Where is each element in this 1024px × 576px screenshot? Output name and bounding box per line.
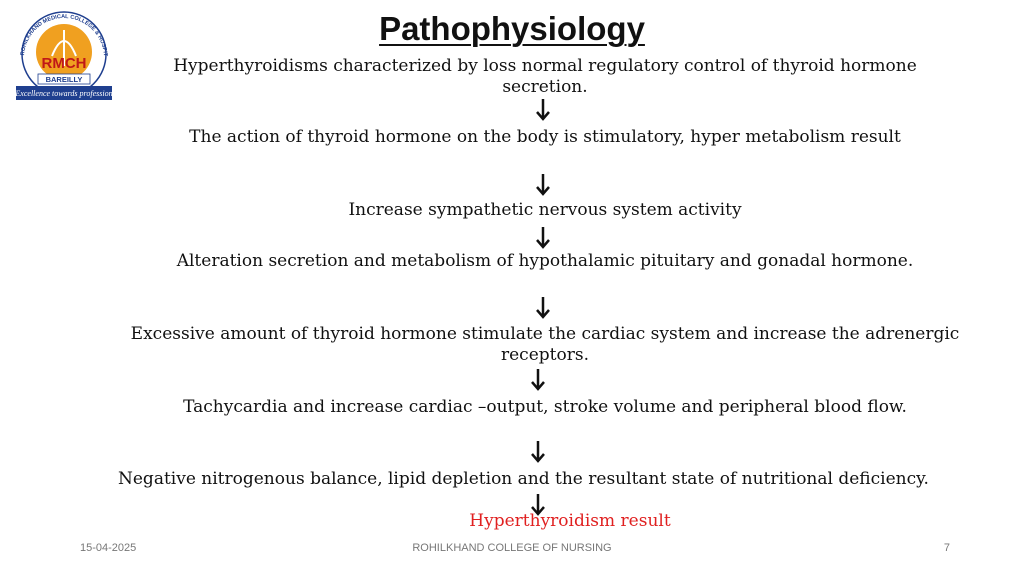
down-arrow-icon (536, 99, 550, 121)
college-logo: ROHILKHAND MEDICAL COLLEGE & HOSPITAL RM… (12, 6, 113, 100)
slide-number: 7 (943, 542, 950, 554)
flow-step-5: Excessive amount of thyroid hormone stim… (130, 324, 960, 365)
down-arrow-icon (536, 297, 550, 319)
down-arrow-icon (536, 227, 550, 249)
flow-step-2: The action of thyroid hormone on the bod… (189, 127, 901, 147)
logo-city: BAREILLY (46, 75, 83, 84)
flow-step-3: Increase sympathetic nervous system acti… (348, 200, 742, 220)
flow-step-4: Alteration secretion and metabolism of h… (176, 251, 914, 271)
flow-result: Hyperthyroidism result (469, 511, 671, 531)
down-arrow-icon (536, 174, 550, 196)
page-title: Pathophysiology (379, 10, 645, 47)
down-arrow-icon (531, 441, 545, 463)
down-arrow-icon (531, 494, 545, 516)
logo-monogram: RMCH (42, 55, 87, 72)
logo-tagline: Excellence towards profession (14, 89, 112, 98)
flow-step-6: Tachycardia and increase cardiac –output… (183, 397, 907, 417)
down-arrow-icon (531, 369, 545, 391)
flow-step-7: Negative nitrogenous balance, lipid depl… (118, 469, 929, 489)
flow-step-1: Hyperthyroidisms characterized by loss n… (173, 56, 917, 97)
footer-institution: ROHILKHAND COLLEGE OF NURSING (412, 542, 612, 554)
footer-date: 15-04-2025 (80, 542, 137, 554)
